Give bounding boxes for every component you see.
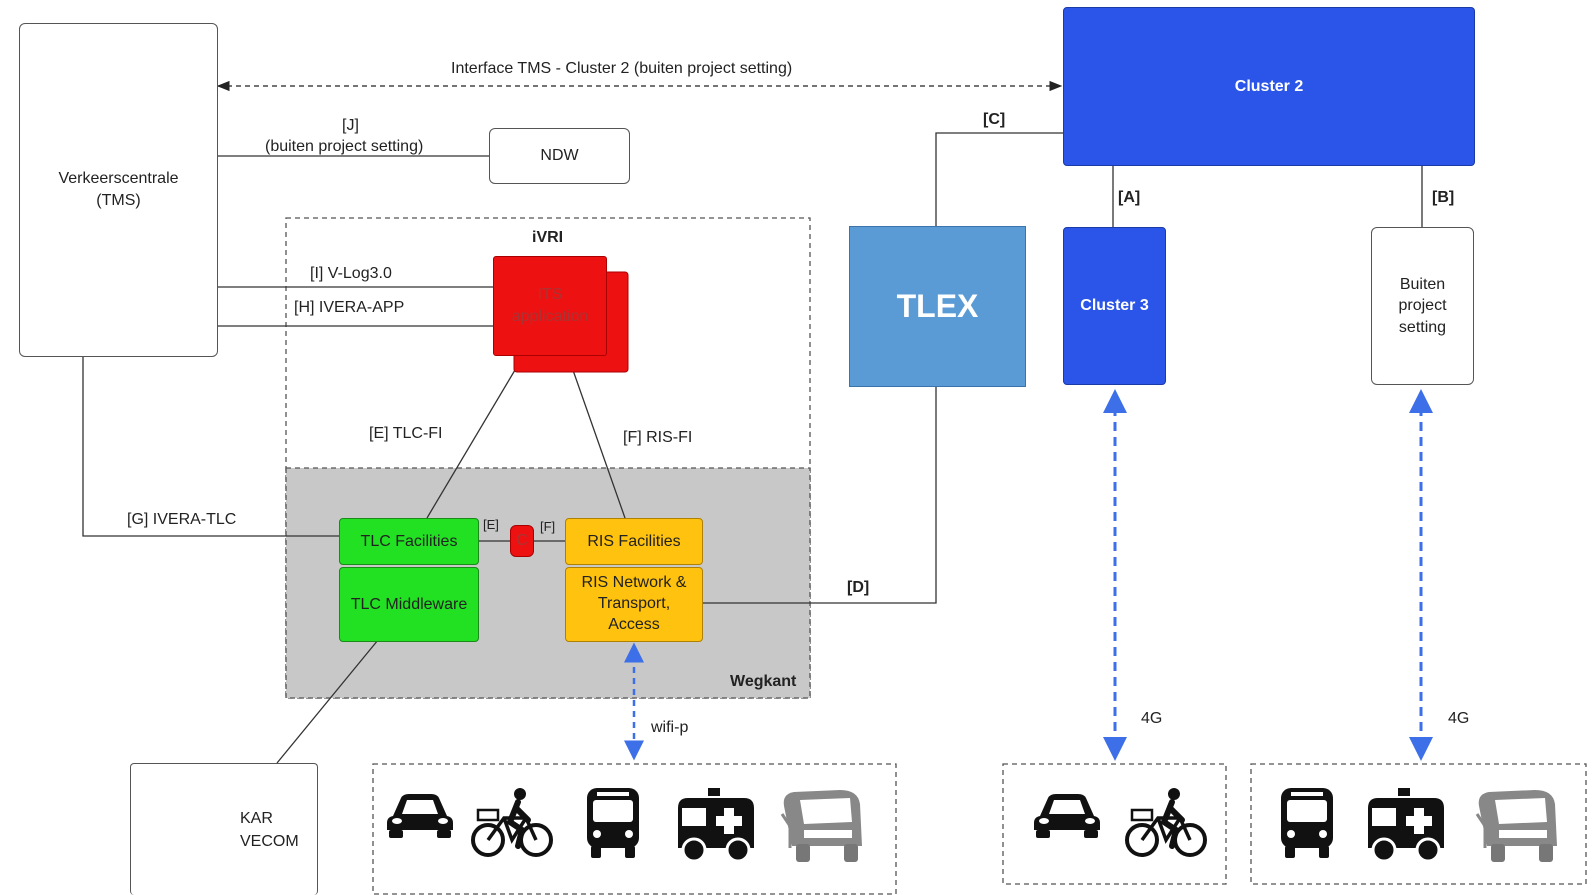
edge-f-small-label: [F] bbox=[540, 519, 556, 534]
cluster3-label: Cluster 3 bbox=[1080, 297, 1149, 314]
edge-j-sublabel: (buiten project setting) bbox=[265, 138, 424, 155]
edge-c bbox=[935, 132, 1063, 226]
edge-e-small-label: [E] bbox=[483, 517, 499, 532]
c-node: C bbox=[510, 525, 534, 557]
tlc-facilities-node: TLC Facilities bbox=[339, 518, 479, 565]
vehicle-group-3-frame bbox=[1250, 763, 1587, 885]
buiten-project-setting-node: Buiten project setting bbox=[1371, 227, 1474, 385]
edge-e-label: [E] TLC-FI bbox=[369, 425, 443, 442]
ris-facilities-node: RIS Facilities bbox=[565, 518, 703, 565]
wegkant-label: Wegkant bbox=[730, 673, 797, 690]
edge-j-label: [J] bbox=[342, 117, 359, 134]
its-application-label: ITS application bbox=[511, 286, 589, 325]
ivri-label: iVRI bbox=[532, 229, 564, 246]
edge-c-label: [C] bbox=[983, 111, 1006, 128]
tms-node: Verkeerscentrale (TMS) bbox=[19, 23, 218, 357]
edge-f-label: [F] RIS-FI bbox=[623, 429, 693, 446]
car-icon bbox=[385, 786, 455, 845]
kar-vecom-label: KAR VECOM bbox=[240, 810, 299, 851]
ris-facilities-label: RIS Facilities bbox=[587, 532, 681, 550]
interface-tms-label: Interface TMS - Cluster 2 (buiten projec… bbox=[451, 60, 793, 77]
car-icon bbox=[1032, 786, 1102, 845]
edge-h-label: [H] IVERA-APP bbox=[294, 299, 405, 316]
ambulance-icon bbox=[1364, 786, 1448, 871]
edge-b-label: [B] bbox=[1432, 189, 1455, 206]
bicycle-icon bbox=[1124, 786, 1208, 865]
tlc-facilities-label: TLC Facilities bbox=[360, 532, 458, 550]
tms-label: Verkeerscentrale (TMS) bbox=[58, 170, 179, 209]
c-node-label: C bbox=[516, 532, 528, 549]
ivri-region bbox=[285, 217, 811, 699]
edge-g bbox=[82, 356, 339, 537]
buiten-project-setting-label: Buiten project setting bbox=[1398, 275, 1447, 336]
truck-icon bbox=[780, 786, 866, 869]
kar-vecom-node bbox=[130, 763, 318, 895]
edge-f bbox=[567, 355, 626, 519]
edge-g-label: [G] IVERA-TLC bbox=[127, 511, 237, 528]
bicycle-icon bbox=[470, 786, 554, 865]
truck-icon bbox=[1475, 786, 1561, 869]
edge-e bbox=[426, 369, 516, 519]
wifi-p-label: wifi-p bbox=[651, 719, 689, 736]
ndw-node: NDW bbox=[489, 128, 630, 184]
4g-right-label: 4G bbox=[1448, 710, 1470, 727]
bus-icon bbox=[1277, 786, 1337, 865]
ambulance-icon bbox=[674, 786, 758, 871]
tlc-middleware-node: TLC Middleware bbox=[339, 567, 479, 642]
edge-i-label: [I] V-Log3.0 bbox=[310, 265, 392, 282]
ndw-label: NDW bbox=[540, 147, 579, 164]
bus-icon bbox=[583, 786, 643, 865]
ris-network-node: RIS Network & Transport, Access bbox=[565, 567, 703, 642]
edge-d bbox=[703, 387, 937, 604]
vehicle-group-1-frame bbox=[372, 763, 897, 895]
cluster3-node: Cluster 3 bbox=[1063, 227, 1166, 385]
tlex-label: TLEX bbox=[896, 288, 979, 324]
cluster2-node: Cluster 2 bbox=[1063, 7, 1475, 166]
edge-d-label: [D] bbox=[847, 579, 870, 596]
edge-middleware-kar bbox=[276, 639, 379, 764]
tlex-node: TLEX bbox=[849, 226, 1026, 387]
its-application-node: ITS application bbox=[493, 256, 607, 356]
4g-left-label: 4G bbox=[1141, 710, 1163, 727]
edge-a-label: [A] bbox=[1118, 189, 1141, 206]
cluster2-label: Cluster 2 bbox=[1234, 77, 1304, 95]
ris-network-label: RIS Network & Transport, Access bbox=[581, 574, 687, 633]
vehicle-group-2-frame bbox=[1002, 763, 1227, 885]
tlc-middleware-label: TLC Middleware bbox=[350, 595, 468, 613]
